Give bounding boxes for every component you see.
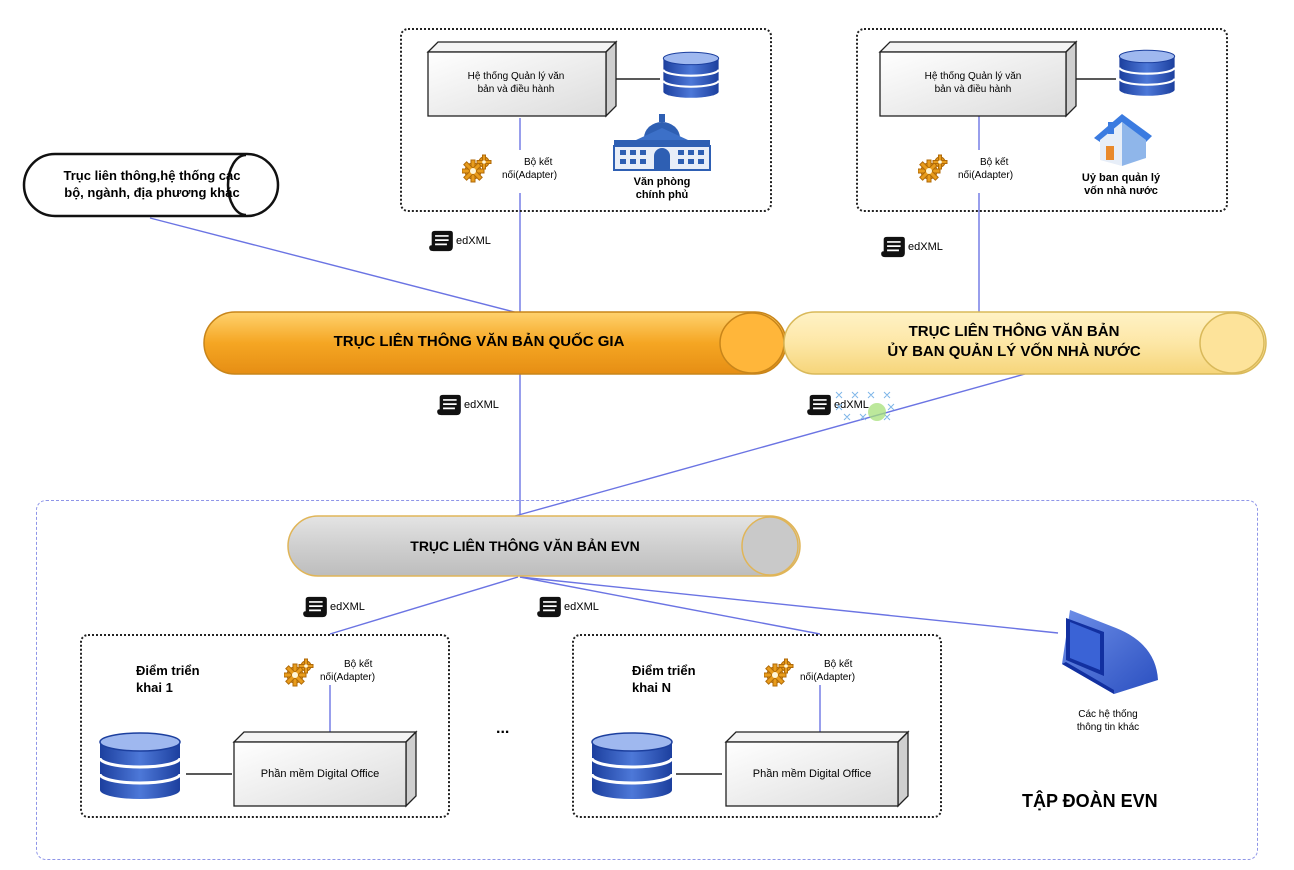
gear-icon <box>918 154 948 184</box>
gov-adapter-label: Bộ kết nối(Adapter) <box>502 156 557 182</box>
gov-system-line1: Hệ thống Quản lý văn <box>467 71 565 82</box>
document-scroll-icon <box>428 230 454 252</box>
gov-system-line2: bản và điều hành <box>477 84 555 95</box>
evn-group-boundary <box>36 500 1258 860</box>
committee-adapter-line1: Bộ kết <box>980 157 1009 168</box>
edxml-tag: edXML <box>436 394 499 416</box>
computer-icon <box>1062 610 1158 694</box>
edxml-tag: edXML <box>536 596 599 618</box>
site-1-title: Điểm triển khai 1 <box>136 662 200 696</box>
document-scroll-icon <box>436 394 462 416</box>
database-icon <box>1118 40 1176 106</box>
site-1-adapter-line2: nối(Adapter) <box>320 672 376 683</box>
committee-axis-line2: ỦY BAN QUẢN LÝ VỐN NHÀ NƯỚC <box>887 343 1141 360</box>
site-1-software-label: Phần mềm Digital Office <box>260 768 380 780</box>
committee-axis-label: TRỤC LIÊN THÔNG VĂN BẢN ỦY BAN QUẢN LÝ V… <box>800 322 1228 362</box>
edxml-tag: edXML <box>302 596 365 618</box>
house-icon <box>1094 114 1152 166</box>
edxml-label: edXML <box>464 399 499 411</box>
gear-icon <box>462 154 492 184</box>
other-info-line1: Các hệ thống <box>1078 709 1138 720</box>
site-n-title: Điểm triển khai N <box>632 662 696 696</box>
other-info-systems-label: Các hệ thống thông tin khác <box>1058 708 1158 734</box>
gov-office-name: Văn phòng chính phủ <box>610 176 714 202</box>
other-axes-line2: bộ, ngành, địa phương khác <box>64 185 240 200</box>
evn-group-label: TẬP ĐOÀN EVN <box>1022 791 1158 811</box>
committee-system-label: Hệ thống Quản lý văn bản và điều hành <box>880 70 1066 96</box>
document-scroll-icon <box>880 236 906 258</box>
other-info-line2: thông tin khác <box>1076 722 1140 733</box>
committee-adapter-label: Bộ kết nối(Adapter) <box>958 156 1013 182</box>
site-n-adapter-label: Bộ kết nối(Adapter) <box>800 658 855 684</box>
database-icon <box>98 732 182 800</box>
site-1-group <box>80 634 450 818</box>
selection-handles <box>835 391 895 421</box>
edxml-tag: edXML <box>806 394 869 416</box>
document-scroll-icon <box>302 596 328 618</box>
gov-adapter-line1: Bộ kết <box>524 157 553 168</box>
site-1-title-line2: khai 1 <box>136 680 173 695</box>
edxml-label: edXML <box>456 235 491 247</box>
edxml-label: edXML <box>564 601 599 613</box>
committee-system-box <box>878 40 1078 118</box>
other-axes-label: Trục liên thông,hệ thống các bộ, ngành, … <box>24 167 280 201</box>
site-1-adapter-label: Bộ kết nối(Adapter) <box>320 658 375 684</box>
edxml-tag: edXML <box>428 230 491 252</box>
more-sites-ellipsis: ... <box>496 720 510 737</box>
site-n-software-box <box>724 730 910 808</box>
evn-axis-tube <box>287 515 801 577</box>
gov-system-box <box>426 40 618 118</box>
committee-name-line2: vốn nhà nước <box>1084 185 1158 197</box>
document-scroll-icon <box>536 596 562 618</box>
site-1-software-box <box>232 730 418 808</box>
committee-adapter-line2: nối(Adapter) <box>958 170 1014 181</box>
edxml-label: edXML <box>908 241 943 253</box>
government-building-icon <box>613 114 711 171</box>
gov-system-label: Hệ thống Quản lý văn bản và điều hành <box>428 70 604 96</box>
committee-system-line1: Hệ thống Quản lý văn <box>924 71 1022 82</box>
other-axes-scroll <box>22 152 280 218</box>
committee-system-line2: bản và điều hành <box>934 84 1012 95</box>
site-n-title-line2: khai N <box>632 680 672 695</box>
committee-axis-line1: TRỤC LIÊN THÔNG VĂN BẢN <box>908 323 1120 340</box>
committee-name-line1: Uỷ ban quản lý <box>1081 172 1161 184</box>
gear-icon <box>764 658 794 688</box>
site-n-adapter-line1: Bộ kết <box>824 659 853 670</box>
site-n-software-label: Phần mềm Digital Office <box>752 768 872 780</box>
site-n-title-line1: Điểm triển <box>632 663 696 678</box>
database-icon <box>590 732 674 800</box>
national-axis-label: TRỤC LIÊN THÔNG VĂN BẢN QUỐC GIA <box>333 333 625 350</box>
gov-office-name-line1: Văn phòng <box>633 176 691 188</box>
committee-name: Uỷ ban quản lý vốn nhà nước <box>1066 172 1176 198</box>
edxml-label: edXML <box>330 601 365 613</box>
evn-axis-label: TRỤC LIÊN THÔNG VĂN BẢN EVN <box>410 538 640 554</box>
gov-office-group <box>400 28 772 212</box>
gov-office-name-line2: chính phủ <box>635 189 689 201</box>
committee-group <box>856 28 1228 212</box>
edxml-tag: edXML <box>880 236 943 258</box>
committee-axis-tube <box>783 311 1267 375</box>
site-n-adapter-line2: nối(Adapter) <box>800 672 856 683</box>
database-icon <box>662 42 720 108</box>
site-1-adapter-line1: Bộ kết <box>344 659 373 670</box>
document-scroll-icon <box>806 394 832 416</box>
site-1-title-line1: Điểm triển <box>136 663 200 678</box>
other-axes-line1: Trục liên thông,hệ thống các <box>63 168 241 183</box>
site-n-group <box>572 634 942 818</box>
gov-adapter-line2: nối(Adapter) <box>502 170 558 181</box>
gear-icon <box>284 658 314 688</box>
national-axis-tube <box>203 311 787 375</box>
edxml-label: edXML <box>834 399 869 411</box>
